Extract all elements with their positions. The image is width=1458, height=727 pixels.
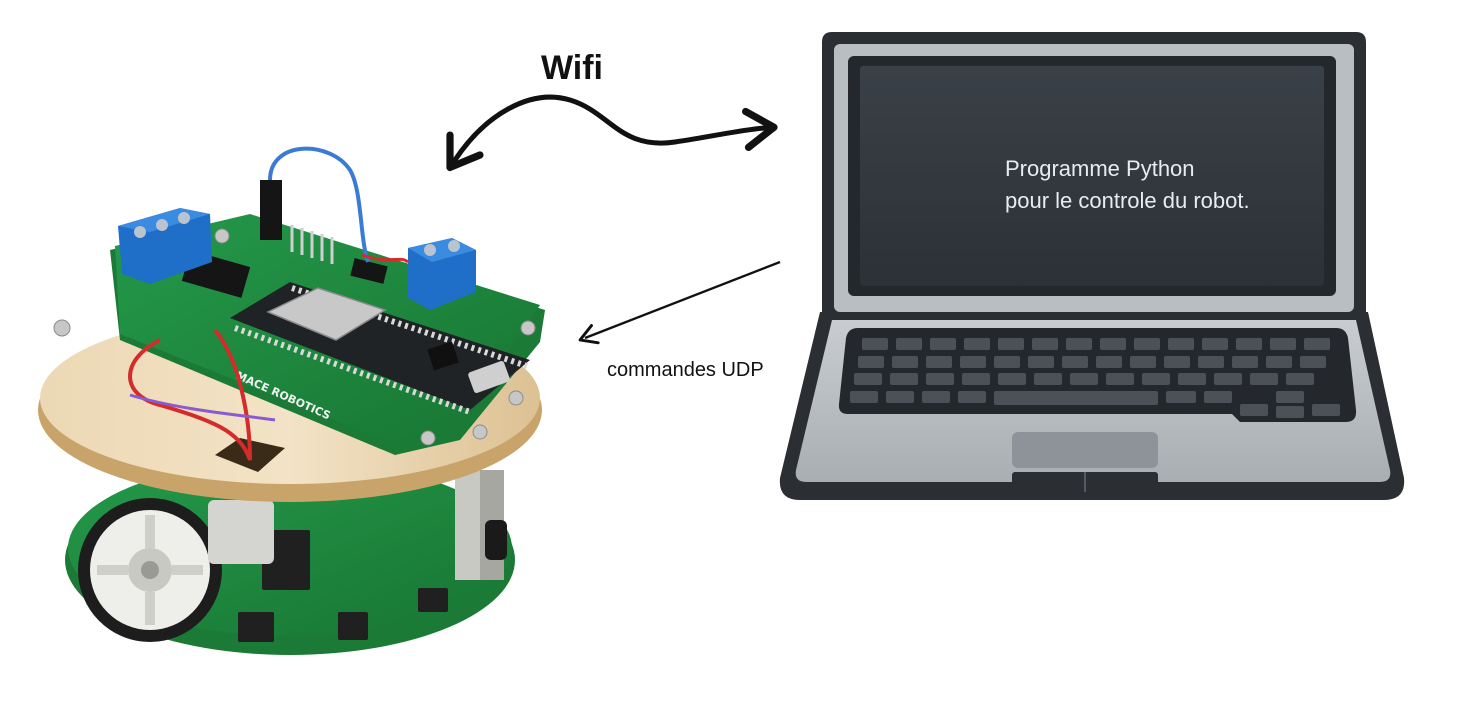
laptop-screen: [860, 66, 1324, 286]
screen-text-line1: Programme Python: [1005, 156, 1195, 181]
keyboard-key: [1178, 373, 1206, 385]
keyboard-key: [850, 391, 878, 403]
keyboard-key: [1236, 338, 1262, 350]
robot-terminal-blocks: [118, 208, 476, 310]
keyboard-key: [926, 373, 954, 385]
keyboard-key: [1034, 373, 1062, 385]
keyboard-key: [1164, 356, 1190, 368]
keyboard-key: [1028, 356, 1054, 368]
udp-arrow: [578, 260, 781, 345]
keyboard-key: [998, 338, 1024, 350]
keyboard-key: [964, 338, 990, 350]
keyboard-key: [858, 356, 884, 368]
keyboard-key: [922, 391, 950, 403]
keyboard-key: [1276, 391, 1304, 403]
keyboard-key: [1142, 373, 1170, 385]
keyboard-key: [1304, 338, 1330, 350]
keyboard-key: [1134, 338, 1160, 350]
laptop-illustration: Programme Python pour le controle du rob…: [779, 32, 1405, 500]
keyboard-key: [1166, 391, 1196, 403]
keyboard-key: [1204, 391, 1232, 403]
keyboard-key: [962, 373, 990, 385]
wifi-arrow: [446, 94, 778, 172]
keyboard-key: [1198, 356, 1224, 368]
keyboard-key: [1168, 338, 1194, 350]
keyboard-key: [1062, 356, 1088, 368]
keyboard-key: [1096, 356, 1122, 368]
keyboard-key: [1214, 373, 1242, 385]
keyboard-key: [1240, 404, 1268, 416]
keyboard-key: [958, 391, 986, 403]
keyboard-key: [896, 338, 922, 350]
keyboard-key: [1286, 373, 1314, 385]
keyboard-key: [1100, 338, 1126, 350]
keyboard-key: [1070, 373, 1098, 385]
udp-label: commandes UDP: [607, 359, 764, 381]
keyboard-key: [886, 391, 914, 403]
keyboard-key: [1270, 338, 1296, 350]
screen-text-line2: pour le controle du robot.: [1005, 188, 1250, 213]
robot-wheel: [78, 498, 222, 642]
keyboard-key: [1130, 356, 1156, 368]
keyboard-key: [892, 356, 918, 368]
robot-wires: [268, 146, 370, 263]
laptop-touchpad: [1012, 432, 1158, 468]
wifi-label: Wifi: [541, 49, 603, 87]
keyboard-key: [1250, 373, 1278, 385]
keyboard-key: [998, 373, 1026, 385]
keyboard-key: [1232, 356, 1258, 368]
keyboard-key: [862, 338, 888, 350]
keyboard-key: [994, 356, 1020, 368]
keyboard-key: [930, 338, 956, 350]
keyboard-key: [960, 356, 986, 368]
keyboard-key: [1202, 338, 1228, 350]
keyboard-key: [1300, 356, 1326, 368]
keyboard-key: [1266, 356, 1292, 368]
keyboard-key: [994, 391, 1158, 405]
robot-illustration: MACE ROBOTICS: [38, 146, 545, 655]
keyboard-key: [1106, 373, 1134, 385]
keyboard-key: [1276, 406, 1304, 418]
keyboard-key: [1312, 404, 1340, 416]
keyboard-key: [890, 373, 918, 385]
keyboard-key: [1066, 338, 1092, 350]
keyboard-key: [1032, 338, 1058, 350]
keyboard-key: [854, 373, 882, 385]
keyboard-key: [926, 356, 952, 368]
